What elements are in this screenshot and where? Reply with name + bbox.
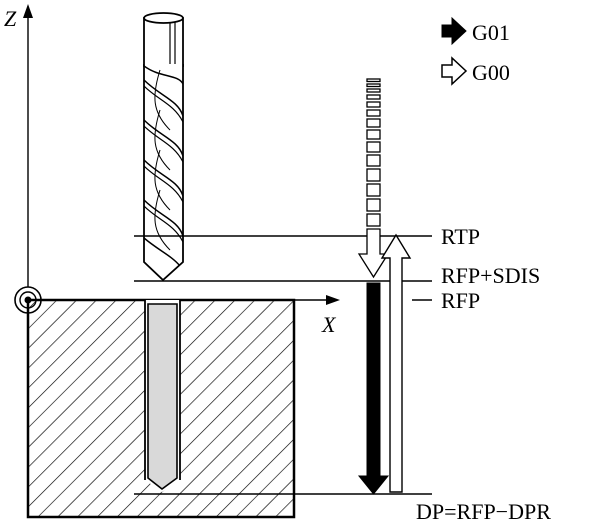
z-axis-label: Z [4,6,17,31]
rfp-sdis-label: RFP+SDIS [441,263,540,288]
x-axis-label: X [321,312,337,337]
level-lines [134,235,432,495]
rapid-legend-arrow-icon [441,56,468,86]
z-axis [23,4,33,295]
rapid-retract-arrow [380,233,412,493]
feed-arrow [357,282,390,495]
feed-legend-label: G01 [472,20,510,45]
rapid-approach-arrow [357,78,390,279]
rtp-label: RTP [441,224,480,249]
drill-bit [143,12,184,282]
drilled-hole [144,300,181,492]
rfp-label: RFP [441,288,480,313]
dp-label: DP=RFP−DPR [416,499,551,522]
feed-legend-arrow-icon [441,16,467,46]
rapid-legend-label: G00 [472,60,510,85]
legend: G01 G00 [441,16,510,86]
